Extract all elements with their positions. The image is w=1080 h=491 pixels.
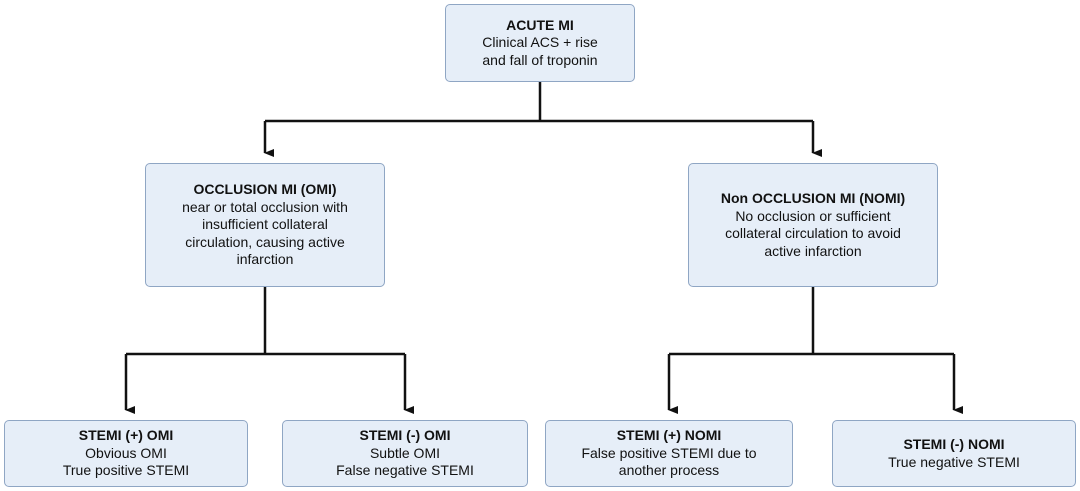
leaf-title: STEMI (+) NOMI [616,427,722,444]
stemi-positive-omi-node: STEMI (+) OMI Obvious OMI True positive … [4,420,248,487]
stemi-negative-nomi-node: STEMI (-) NOMI True negative STEMI [832,420,1076,487]
omi-title: OCCLUSION MI (OMI) [193,181,337,198]
leaf-description: True negative STEMI [888,453,1020,470]
acute-mi-node: ACUTE MI Clinical ACS + rise and fall of… [445,4,635,82]
leaf-title: STEMI (-) OMI [359,427,451,444]
leaf-description: Obvious OMI True positive STEMI [62,444,190,479]
leaf-description: Subtle OMI False negative STEMI [336,444,474,479]
nomi-node: Non OCCLUSION MI (NOMI) No occlusion or … [688,163,938,287]
acute-mi-description: Clinical ACS + rise and fall of troponin [482,34,598,68]
acute-mi-title: ACUTE MI [506,16,574,33]
leaf-title: STEMI (+) OMI [78,427,174,444]
omi-node: OCCLUSION MI (OMI) near or total occlusi… [145,163,385,287]
leaf-description: False positive STEMI due to another proc… [581,444,757,479]
omi-description: near or total occlusion with insufficien… [182,198,348,268]
leaf-title: STEMI (-) NOMI [903,436,1005,452]
stemi-positive-nomi-node: STEMI (+) NOMI False positive STEMI due … [545,420,793,487]
stemi-negative-omi-node: STEMI (-) OMI Subtle OMI False negative … [282,420,528,487]
nomi-title: Non OCCLUSION MI (NOMI) [720,190,906,206]
nomi-description: No occlusion or sufficient collateral ci… [725,207,901,259]
